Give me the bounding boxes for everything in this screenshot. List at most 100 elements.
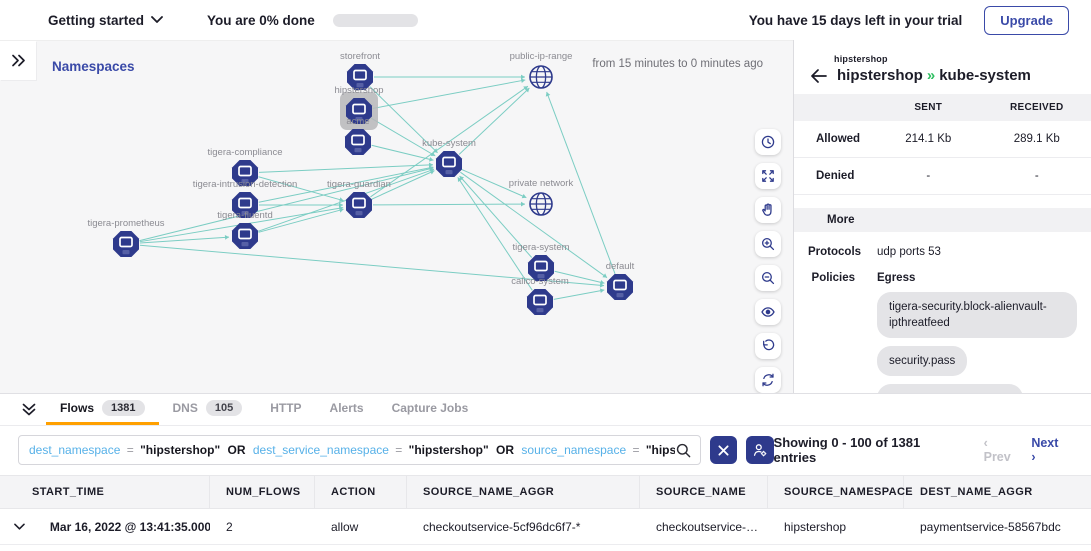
pan-mode-button[interactable] [755,197,781,223]
filter-row: dest_namespace = "hipstershop" OR dest_s… [0,426,1091,465]
flows-table: START_TIME NUM_FLOWS ACTION SOURCE_NAME_… [0,475,1091,545]
column-header[interactable]: SOURCE_NAME_AGGR [407,476,640,508]
getting-started-menu[interactable]: Getting started [48,13,163,28]
tab-flows[interactable]: Flows 1381 [46,394,159,425]
graph-node-hipstershop[interactable]: hipstershop [334,85,384,130]
filter-query-text: dest_namespace = "hipstershop" OR dest_s… [29,443,675,457]
graph-edge [458,87,530,155]
policy-chip[interactable]: tigera-security.block-alienvault-ipthrea… [877,292,1077,339]
time-history-button[interactable] [755,129,781,155]
back-button[interactable] [810,68,827,83]
flows-table-header: START_TIME NUM_FLOWS ACTION SOURCE_NAME_… [0,475,1091,509]
tab-capture-jobs[interactable]: Capture Jobs [378,394,483,425]
filter-token-key: source_namespace [521,443,627,457]
cell-start-time: Mar 16, 2022 @ 13:41:35.000 [49,519,210,534]
filter-query-input[interactable]: dest_namespace = "hipstershop" OR dest_s… [18,435,701,465]
search-icon [675,442,692,459]
graph-node-tigera-system[interactable]: tigera-system [512,242,570,281]
user-settings-button[interactable] [746,436,774,464]
tab-label: Capture Jobs [391,401,469,415]
refresh-icon [762,373,774,387]
column-header[interactable]: DEST_NAME_AGGR [920,486,1033,498]
column-header[interactable]: SOURCE_NAMESPACE [768,476,913,508]
undo-icon [763,339,775,351]
graph-node-default[interactable]: default [606,261,635,300]
graph-node-public-ip-range[interactable]: public-ip-range [510,51,573,89]
tab-label: Alerts [329,401,364,415]
table-row[interactable]: Mar 16, 2022 @ 13:41:35.000 2 allow chec… [0,509,1091,545]
refresh-button[interactable] [755,367,781,393]
graph-node-tigera-guardian[interactable]: tigera-guardian [327,179,391,218]
column-header[interactable]: NUM_FLOWS [210,476,315,508]
policy-chip[interactable]: platform.allow-kube-dns [877,384,1024,393]
policy-chip[interactable]: security.pass [877,346,968,377]
graph-node-acme[interactable]: acme [345,116,371,155]
column-header[interactable]: ACTION [315,476,407,508]
graph-node-label: kube-system [422,138,476,149]
graph-node-label: public-ip-range [510,51,573,62]
graph-node-label: tigera-guardian [327,179,391,190]
progress-done-label: You are 0% done [207,12,315,28]
time-range-label: from 15 minutes to 0 minutes ago [592,58,763,70]
graph-edge [139,236,230,244]
graph-node-label: default [606,261,635,272]
expand-arrows-icon [762,170,774,182]
prev-page-link[interactable]: ‹ Prev [983,436,1011,464]
graph-node-label: tigera-compliance [208,147,283,158]
allowed-label: Allowed [816,133,861,145]
filter-token-val: "hipstershop" [408,443,489,457]
zoom-in-icon [761,237,775,251]
tab-label: Flows [60,401,95,415]
graph-node-tigera-fluentd[interactable]: tigera-fluentd [217,210,273,249]
tab-dns[interactable]: DNS 105 [159,394,257,425]
cell-action: allow [331,519,359,534]
denied-received-value: - [1034,170,1039,182]
graph-node-label: tigera-prometheus [87,218,164,229]
getting-started-label: Getting started [48,12,145,28]
flows-tab-bar: Flows 1381 DNS 105 HTTP Alerts Capture J… [0,394,1091,426]
graph-edge [553,289,605,300]
graph-node-private-network[interactable]: private network [509,178,574,216]
row-expand-chevron-icon[interactable] [14,522,25,531]
clear-filter-button[interactable] [709,436,738,464]
graph-node-kube-system[interactable]: kube-system [422,138,476,177]
collapse-panel-button[interactable] [12,394,46,425]
zoom-out-button[interactable] [755,265,781,291]
tab-alerts[interactable]: Alerts [316,394,378,425]
graph-node-calico-system[interactable]: calico-system [511,276,569,315]
graph-edge [461,169,527,199]
graph-node-tigera-intrusion-detection[interactable]: tigera-intrusion-detection [193,179,298,218]
next-page-link[interactable]: Next › [1031,436,1059,464]
visibility-button[interactable] [755,299,781,325]
graph-edge [459,175,533,258]
column-header[interactable]: SOURCE_NAME [640,476,768,508]
tab-http[interactable]: HTTP [256,394,315,425]
upgrade-button[interactable]: Upgrade [984,5,1069,35]
filter-token-bool: OR [496,443,515,457]
policies-row: Policies Egress tigera-security.block-al… [794,272,1091,393]
fit-to-screen-button[interactable] [755,163,781,189]
column-header[interactable]: START_TIME [0,476,210,508]
protocols-value: udp ports 53 [877,246,941,258]
graph-edge [372,203,526,206]
tab-label: DNS [172,401,198,415]
undo-button[interactable] [755,333,781,359]
pagination: ‹ Prev Next › [984,436,1065,464]
more-section-header: More [794,208,1091,232]
graph-node-storefront[interactable]: storefront [340,51,380,90]
graph-node-tigera-prometheus[interactable]: tigera-prometheus [87,218,165,257]
filter-token-bool: OR [227,443,246,457]
graph-node-label: acme [346,116,369,127]
zoom-in-button[interactable] [755,231,781,257]
edge-direction-icon: » [926,67,936,84]
graph-edge [370,85,529,198]
filter-token-val: "hipstershop" [645,443,675,457]
cell-num-flows: 2 [226,519,233,534]
expand-sidebar-button[interactable] [0,41,36,80]
graph-edge [457,177,533,291]
graph-edge [370,117,436,157]
graph-node-tigera-compliance[interactable]: tigera-compliance [208,147,283,186]
tab-count-badge: 1381 [102,400,145,416]
policies-label: Policies [811,272,855,284]
